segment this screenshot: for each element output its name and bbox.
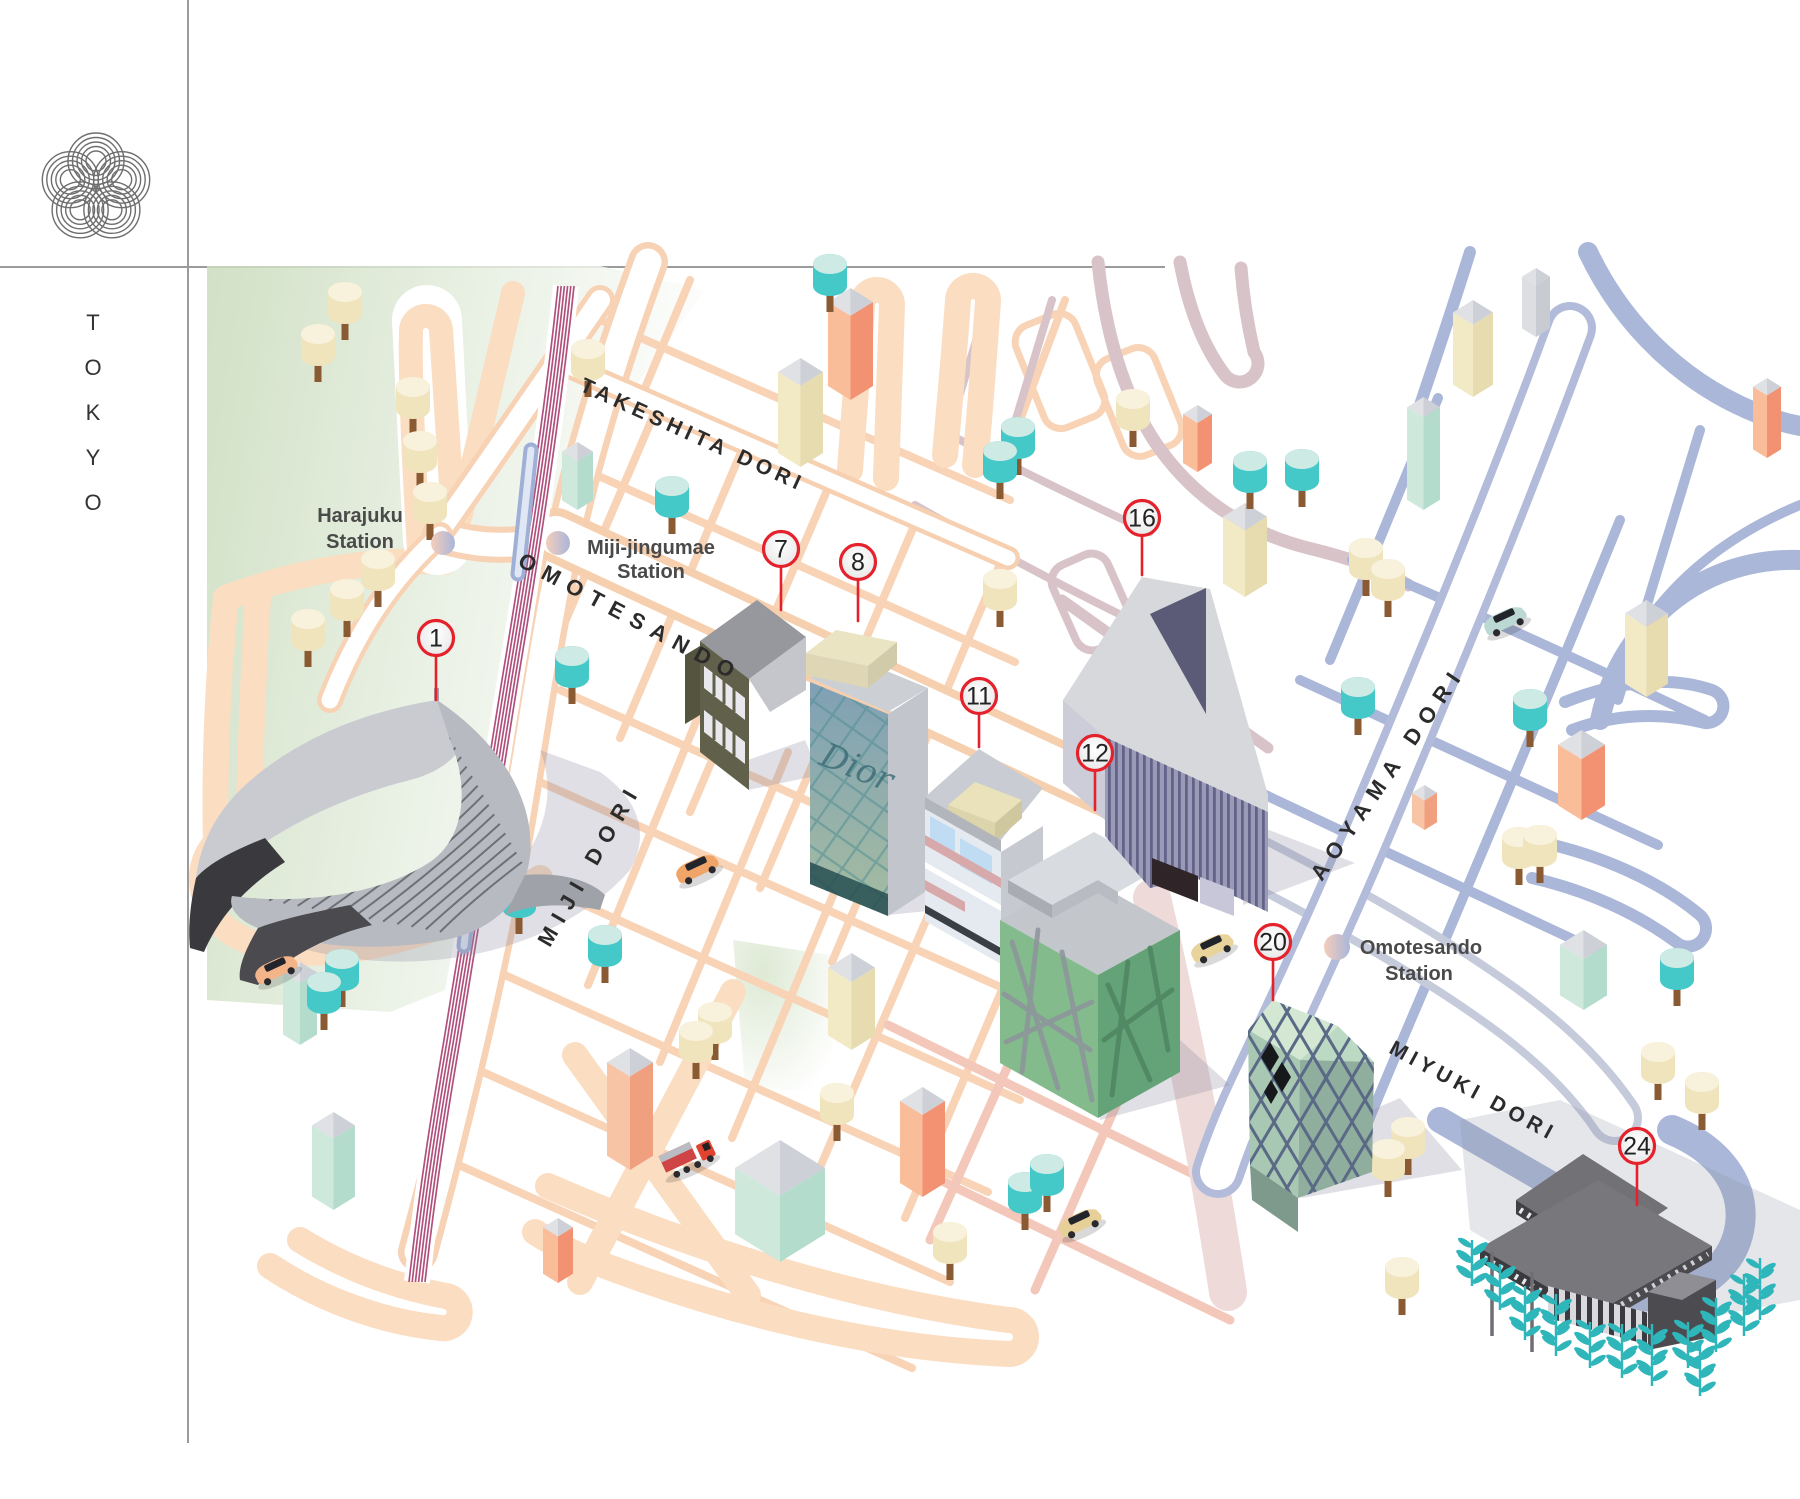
- generic-buildings: [283, 268, 1781, 1283]
- svg-text:24: 24: [1623, 1133, 1651, 1161]
- svg-text:Miji-jingumae: Miji-jingumae: [587, 537, 715, 559]
- minor-roads-pink: [883, 1007, 1235, 1325]
- building-11: [925, 749, 1043, 964]
- map-marker-8[interactable]: 8: [838, 542, 878, 623]
- brand-letter: O: [84, 490, 101, 515]
- omotesando-station-label: Omotesando Station: [1360, 937, 1482, 985]
- svg-text:Harajuku: Harajuku: [317, 505, 403, 527]
- map-marker-11[interactable]: 11: [959, 676, 999, 749]
- svg-text:20: 20: [1259, 929, 1287, 957]
- svg-text:16: 16: [1128, 505, 1156, 533]
- building-8-dior: Dior: [806, 630, 928, 916]
- miji-jingumae-station-dot: [546, 531, 570, 555]
- station-dots: [431, 531, 1350, 960]
- map-markers: 1 7 8 11 12 16 20: [416, 498, 1657, 1207]
- svg-text:12: 12: [1081, 740, 1109, 768]
- brand-letter: T: [86, 310, 99, 335]
- harajuku-station-label: Harajuku Station: [317, 505, 403, 553]
- svg-text:Station: Station: [617, 561, 685, 583]
- svg-text:7: 7: [774, 536, 788, 564]
- svg-text:1: 1: [429, 625, 443, 653]
- omotesando-station-dot: [1324, 934, 1350, 960]
- building-20-prada: [1248, 1000, 1374, 1232]
- station-labels: Harajuku Station Miji-jingumae Station O…: [317, 505, 1482, 985]
- bamboo-plants: [1456, 1237, 1776, 1396]
- building-16-omotesando-hills: [1063, 577, 1268, 916]
- brand-title: T O K Y O: [84, 310, 101, 515]
- miji-jingumae-station-label: Miji-jingumae Station: [587, 537, 715, 583]
- map-marker-12[interactable]: 12: [1075, 733, 1115, 812]
- brand-letter: Y: [86, 445, 101, 470]
- brand-knot-icon: [41, 132, 151, 239]
- map-marker-20[interactable]: 20: [1253, 922, 1293, 1002]
- building-7: [685, 600, 806, 790]
- map-marker-1[interactable]: 1: [416, 618, 456, 702]
- trees: [291, 254, 1719, 1315]
- svg-text:8: 8: [851, 549, 865, 577]
- svg-text:Station: Station: [1385, 963, 1453, 985]
- svg-text:Omotesando: Omotesando: [1360, 937, 1482, 959]
- map-marker-24[interactable]: 24: [1617, 1126, 1657, 1207]
- map-marker-7[interactable]: 7: [761, 529, 801, 612]
- map-marker-16[interactable]: 16: [1122, 498, 1162, 577]
- brand-letter: O: [84, 355, 101, 380]
- vehicles: [255, 607, 1532, 1243]
- svg-text:Station: Station: [326, 531, 394, 553]
- svg-text:11: 11: [966, 683, 992, 711]
- brand-letter: K: [86, 400, 101, 425]
- harajuku-station-dot: [431, 531, 455, 555]
- building-1-yoyogi-gymnasium: [189, 688, 605, 985]
